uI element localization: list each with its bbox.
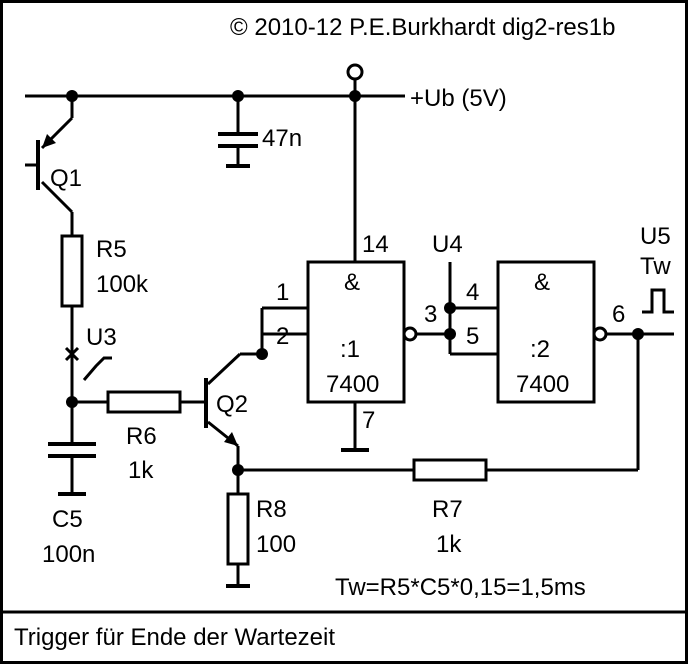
- pin-4-label: 4: [466, 279, 479, 306]
- c5-value: 100n: [42, 541, 95, 568]
- r6-value: 1k: [128, 457, 154, 484]
- timing-formula: Tw=R5*C5*0,15=1,5ms: [335, 574, 586, 601]
- r5-name: R5: [96, 236, 127, 263]
- capacitor-bypass: 47n: [218, 96, 302, 168]
- pin-2-label: 2: [276, 323, 289, 350]
- gate1-symbol: &: [344, 269, 360, 296]
- resistor-r7: R7 1k: [238, 334, 640, 558]
- r6-name: R6: [126, 423, 157, 450]
- u3-label: U3: [86, 324, 117, 351]
- r7-value: 1k: [436, 531, 462, 558]
- gate1-index: :1: [340, 336, 360, 363]
- pulse-icon: [642, 288, 674, 314]
- pin-7-label: 7: [362, 407, 375, 434]
- tw-label: Tw: [640, 253, 671, 280]
- u4-label: U4: [432, 231, 463, 258]
- pin-1-label: 1: [276, 279, 289, 306]
- nand-gate-2: 4 5 & :2 7400 6: [450, 260, 674, 404]
- pin-6-label: 6: [612, 301, 625, 328]
- q2-label: Q2: [216, 391, 248, 418]
- gate1-part: 7400: [326, 371, 379, 398]
- u5-label: U5: [640, 223, 671, 250]
- gate2-part: 7400: [516, 371, 569, 398]
- r5-value: 100k: [96, 271, 149, 298]
- resistor-r8: R8 100: [226, 492, 296, 588]
- copyright-text: © 2010-12 P.E.Burkhardt dig2-res1b: [230, 14, 615, 41]
- r8-name: R8: [256, 496, 287, 523]
- supply-terminal: [346, 63, 364, 81]
- capacitor-c5: C5 100n: [42, 396, 96, 568]
- transistor-q1: Q1: [25, 96, 82, 236]
- q1-label: Q1: [50, 165, 82, 192]
- gate2-symbol: &: [534, 269, 550, 296]
- supply-label: +Ub (5V): [410, 85, 507, 112]
- pin-3-label: 3: [424, 301, 437, 328]
- transistor-q2: Q2: [204, 352, 262, 494]
- resistor-r6: R6 1k: [72, 390, 204, 484]
- gate2-index: :2: [530, 336, 550, 363]
- pin-5-label: 5: [466, 323, 479, 350]
- gate2-inverter-bubble: [592, 326, 608, 342]
- pin-14-label: 14: [362, 231, 389, 258]
- test-point-u3: U3: [64, 324, 117, 381]
- nand-gate-1: 14 1 2 & :1 7400 7 3: [256, 96, 450, 452]
- r7-name: R7: [432, 496, 463, 523]
- r8-value: 100: [256, 531, 296, 558]
- resistor-r5: R5 100k: [60, 234, 149, 400]
- caption-text: Trigger für Ende der Wartezeit: [14, 624, 335, 651]
- capacitor-bypass-value: 47n: [262, 125, 302, 152]
- gate1-inverter-bubble: [402, 326, 418, 342]
- c5-name: C5: [52, 506, 83, 533]
- output-pulse-u5: U5 Tw: [640, 223, 674, 314]
